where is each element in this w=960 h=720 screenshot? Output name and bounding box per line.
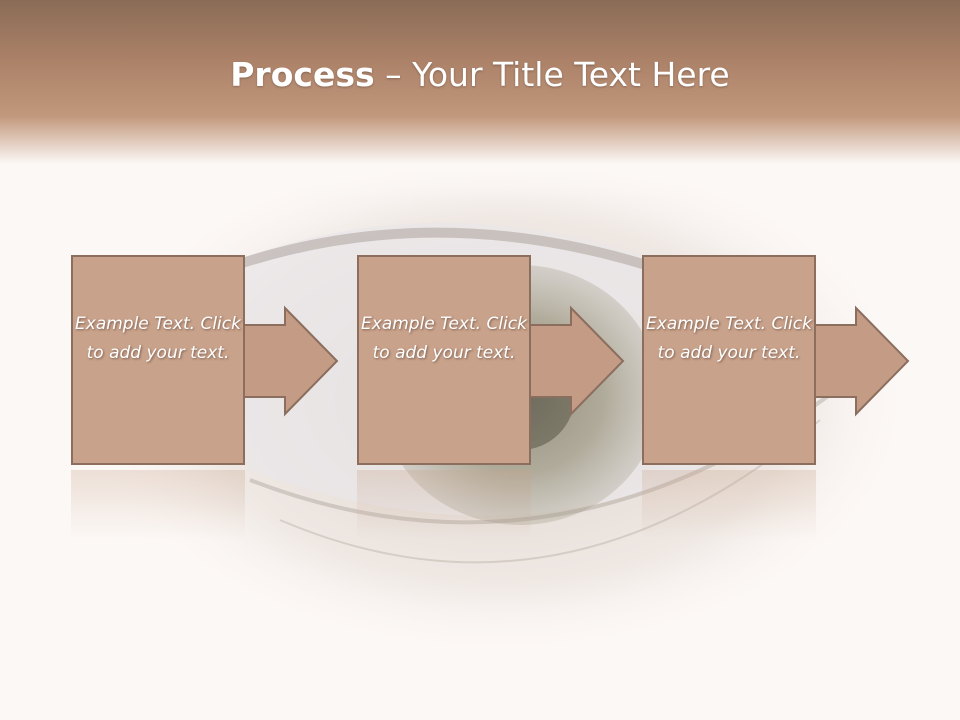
title-rest-part: – Your Title Text Here — [374, 55, 730, 94]
step-2-box — [357, 255, 531, 465]
step-3-text[interactable]: Example Text. Click to add your text. — [646, 314, 812, 363]
process-step-1[interactable]: Example Text. Click to add your text. — [71, 255, 343, 467]
step-1-text[interactable]: Example Text. Click to add your text. — [75, 314, 241, 363]
step-1-reflection — [71, 470, 245, 540]
step-1-arrow-head — [240, 305, 339, 417]
title-bold-part: Process — [230, 55, 375, 94]
process-step-2[interactable]: Example Text. Click to add your text. — [357, 255, 629, 467]
process-step-3[interactable]: Example Text. Click to add your text. — [642, 255, 914, 467]
step-1-shape — [71, 255, 339, 465]
step-2-text[interactable]: Example Text. Click to add your text. — [361, 314, 527, 363]
step-2-shape — [357, 255, 625, 465]
title-bar — [0, 0, 960, 200]
step-3-box — [642, 255, 816, 465]
step-2-arrow-head — [526, 305, 625, 417]
step-3-arrow-head — [811, 305, 910, 417]
step-3-reflection — [642, 470, 816, 540]
slide-title[interactable]: Process – Your Title Text Here — [0, 52, 960, 98]
step-3-shape — [642, 255, 910, 465]
step-2-reflection — [357, 470, 531, 540]
step-1-box — [71, 255, 245, 465]
